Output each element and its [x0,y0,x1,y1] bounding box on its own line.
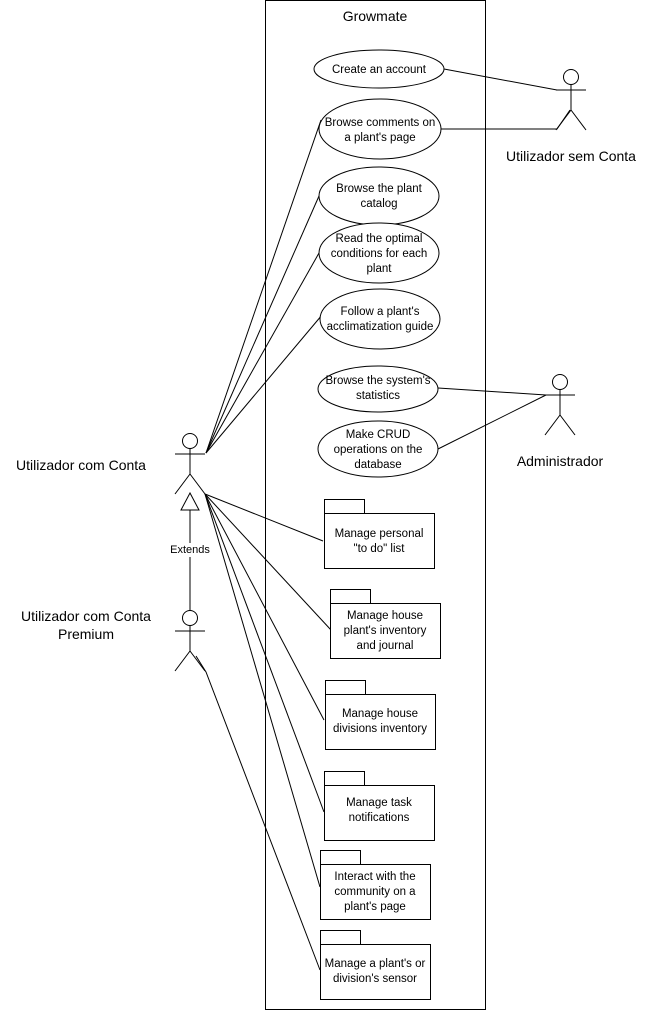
stick-figure-icon [555,69,587,131]
use-case-label: Browse the system's [325,375,430,387]
assoc-com-conta-browse-comments [205,119,322,454]
associations [180,68,571,971]
assoc-com-conta-optimal [205,252,320,454]
use-case-label: Make CRUD [346,429,411,441]
use-case-browse-catalog[interactable]: Browse the plant catalog [318,166,440,226]
package-label: "to do" list [354,543,406,555]
extends-label: Extends [170,544,210,556]
package-label: notifications [349,812,410,824]
package-label: divisions inventory [333,723,427,735]
package-tab [324,771,365,786]
assoc-com-conta-catalog [205,195,320,454]
package-label: Manage personal [335,528,424,540]
package-tab [320,930,361,945]
actor-utilizador-sem-conta[interactable]: Utilizador sem Conta [506,69,636,165]
package-community-interaction[interactable]: Interact with the community on a plant's… [320,850,431,920]
use-case-label: operations on the [334,444,423,456]
assoc-com-conta-inventory [204,493,332,631]
use-case-label: statistics [356,390,400,402]
use-case-optimal-conditions[interactable]: Read the optimal conditions for each pla… [318,222,440,284]
actor-label: Utilizador com Conta [21,608,151,624]
package-todo-list[interactable]: Manage personal "to do" list [324,499,435,569]
use-case-label: acclimatization guide [327,321,434,333]
actor-label: Utilizador sem Conta [506,148,636,164]
use-case-label: Read the optimal [336,233,423,245]
package-label: plant's inventory [344,625,427,637]
assoc-com-conta-divisions [204,493,325,721]
package-divisions-inventory[interactable]: Manage house divisions inventory [325,680,436,750]
use-case-browse-comments[interactable]: Browse comments on a plant's page [318,98,442,160]
package-tab [324,499,365,514]
use-case-acclimatization-guide[interactable]: Follow a plant's acclimatization guide [319,288,441,350]
package-label: Manage a plant's or [325,958,426,970]
use-case-label: Browse the plant [336,183,422,195]
package-tab [320,850,361,865]
use-case-create-account[interactable]: Create an account [313,49,445,89]
use-case-crud-operations[interactable]: Make CRUD operations on the database [317,420,439,478]
use-case-label: plant [367,263,393,275]
package-sensor-management[interactable]: Manage a plant's or division's sensor [320,930,431,1000]
actor-administrador[interactable]: Administrador [517,374,604,470]
system-title: Growmate [343,8,408,24]
package-plant-inventory[interactable]: Manage house plant's inventory and journ… [330,589,441,659]
assoc-com-conta-todo [204,493,324,542]
assoc-com-conta-community [204,493,321,888]
use-case-system-statistics[interactable]: Browse the system's statistics [317,365,439,413]
assoc-admin-crud [437,394,547,450]
assoc-admin-statistics [437,387,547,396]
use-case-label: Follow a plant's [341,306,420,318]
actor-label: Utilizador com Conta [16,457,146,473]
actor-utilizador-com-conta[interactable]: Utilizador com Conta [16,433,206,495]
stick-figure-icon [174,610,206,672]
assoc-com-conta-notifications [204,493,325,813]
package-task-notifications[interactable]: Manage task notifications [324,771,435,841]
package-label: Interact with the [334,871,415,883]
actor-label: Administrador [517,453,604,469]
assoc-premium-sensor [195,655,321,971]
package-label: and journal [357,640,414,652]
stick-figure-icon [174,433,206,495]
assoc-com-conta-acclimatization [205,314,323,454]
package-label: Manage task [346,797,412,809]
use-case-label: database [354,459,401,471]
generalization-arrow-icon [180,491,200,511]
package-tab [325,680,366,695]
use-case-label: a plant's page [344,132,415,144]
package-label: Manage house [342,708,418,720]
use-case-label: catalog [360,198,397,210]
package-tab [330,589,371,604]
package-label: community on a [334,886,416,898]
package-label: plant's page [344,901,406,913]
package-label: division's sensor [333,973,417,985]
use-case-label: conditions for each [331,248,428,260]
use-case-label: Create an account [332,64,427,76]
package-label: Manage house [347,610,423,622]
assoc-sem-conta-create-account [443,68,558,91]
actor-utilizador-premium[interactable]: Utilizador com Conta Premium [21,608,206,672]
stick-figure-icon [544,374,576,436]
actor-label: Premium [58,626,114,642]
use-case-label: Browse comments on [325,117,436,129]
